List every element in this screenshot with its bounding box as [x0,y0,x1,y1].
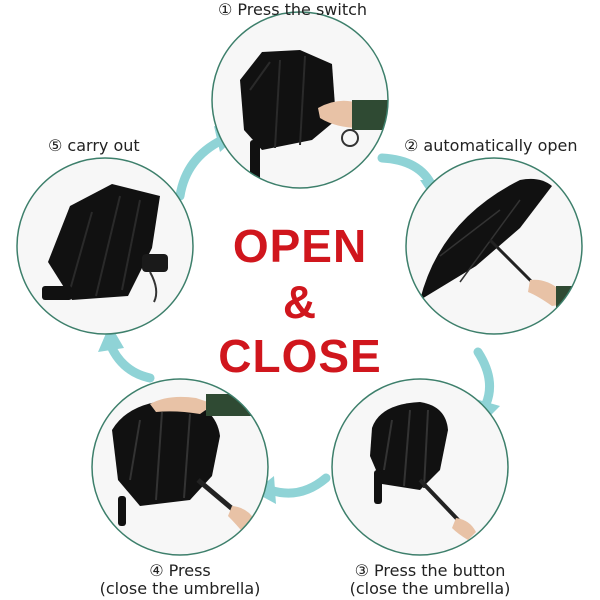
step3-label-line1: ③ Press the button [354,561,506,580]
step2-label: ② automatically open [404,136,578,155]
title-close: CLOSE [218,330,382,382]
step4-label-line1: ④ Press [149,561,211,580]
arrow-4-to-5 [98,324,155,383]
title-ampersand: & [282,276,318,328]
step1-image [211,11,389,189]
step3-image [331,378,509,556]
step2-image [405,157,583,335]
step5-label: ⑤ carry out [48,136,140,155]
step4-image [91,378,269,556]
step4-label-line2: (close the umbrella) [99,579,261,598]
title-open: OPEN [232,220,368,272]
step1-label: ① Press the switch [218,0,368,19]
step5-image [16,157,194,335]
step3-label-line2: (close the umbrella) [349,579,511,598]
